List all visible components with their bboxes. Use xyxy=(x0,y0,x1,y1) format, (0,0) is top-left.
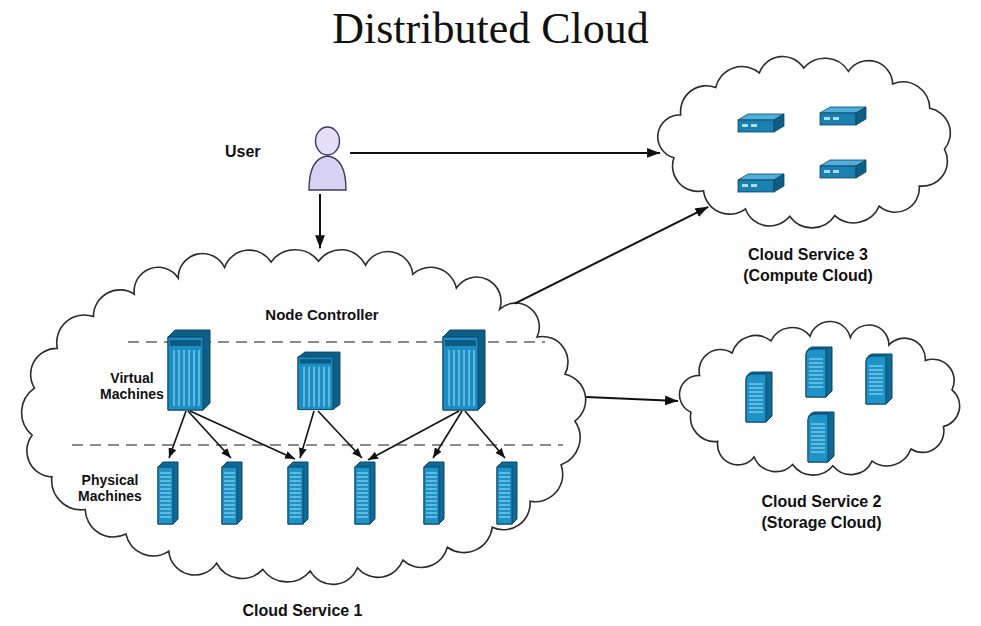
user-node: User xyxy=(225,122,350,194)
compute-server-icon xyxy=(738,174,784,192)
user-body xyxy=(309,156,346,190)
cloud-outline xyxy=(5,236,600,596)
cloud-shape xyxy=(22,250,586,585)
physical-machine-icon xyxy=(222,462,242,524)
storage-server-icon xyxy=(808,412,834,462)
virtual-machine-icon xyxy=(298,352,340,410)
user-icon xyxy=(305,124,350,192)
compute-server-icon xyxy=(820,160,866,178)
physical-machine-icon xyxy=(424,462,444,524)
physical-machine-icon xyxy=(355,462,375,524)
physical-machine-icon xyxy=(497,462,517,524)
cloud-shape xyxy=(679,322,959,476)
connector-arrow xyxy=(515,207,709,304)
cloud-caption: Cloud Service 2 (Storage Cloud) xyxy=(742,491,902,533)
compute-server-icon xyxy=(820,107,866,125)
cloud-caption: Cloud Service 3 (Compute Cloud) xyxy=(728,244,888,286)
storage-server-icon xyxy=(806,347,832,397)
cloud-shape xyxy=(658,56,951,227)
connector-arrow xyxy=(350,152,660,154)
cloud-node: Cloud Service 1 xyxy=(5,236,600,622)
diagram-title: Distributed Cloud xyxy=(0,4,981,54)
connector-arrow xyxy=(319,194,321,248)
cloud-outline xyxy=(648,45,968,240)
layer-label: Virtual Machines xyxy=(96,370,168,402)
user-label: User xyxy=(225,142,299,162)
connector-arrow xyxy=(586,397,678,401)
physical-machine-icon xyxy=(288,462,308,524)
compute-server-icon xyxy=(738,114,784,132)
cloud-node: Cloud Service 3 (Compute Cloud) xyxy=(648,45,968,287)
controller-label: Node Controller xyxy=(212,306,432,324)
storage-server-icon xyxy=(866,354,892,404)
storage-server-icon xyxy=(746,372,772,422)
virtual-machine-icon xyxy=(443,330,485,410)
cloud-caption: Cloud Service 1 xyxy=(203,600,403,621)
virtual-machine-icon xyxy=(168,330,210,410)
layer-label: Physical Machines xyxy=(74,472,146,504)
physical-machine-icon xyxy=(158,462,178,524)
user-head xyxy=(316,127,340,155)
